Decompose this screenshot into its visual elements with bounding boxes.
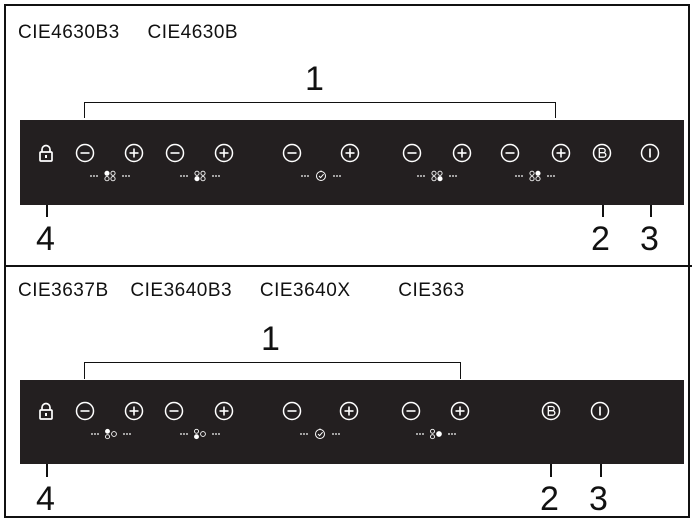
power-button[interactable]	[590, 401, 610, 421]
zones-bracket-top	[84, 102, 556, 118]
model-name: CIE3640B3	[130, 280, 233, 301]
model-name: CIE3637B	[18, 280, 109, 301]
lead-line	[602, 205, 604, 217]
model-list-top: CIE4630B3 CIE4630B	[18, 22, 238, 44]
model-name: CIE4630B3	[18, 22, 120, 43]
plus-button[interactable]	[551, 143, 571, 163]
control-panel-top	[20, 120, 684, 205]
zone-right-icon	[413, 427, 459, 445]
lead-line	[46, 464, 48, 477]
booster-button[interactable]	[592, 143, 612, 163]
model-name: CIE4630B	[147, 22, 239, 43]
minus-button[interactable]	[282, 143, 302, 163]
booster-button[interactable]	[541, 401, 561, 421]
zone-rear-left-icon	[87, 169, 133, 187]
plus-button[interactable]	[214, 401, 234, 421]
minus-button[interactable]	[75, 143, 95, 163]
plus-button[interactable]	[450, 401, 470, 421]
plus-button[interactable]	[339, 401, 359, 421]
zone-rear-right-icon	[512, 169, 558, 187]
lock-icon[interactable]	[36, 401, 56, 421]
zones-bracket-bottom	[84, 362, 461, 379]
callout-lock-bottom: 4	[36, 480, 55, 518]
zone-front-right-icon	[414, 169, 460, 187]
plus-button[interactable]	[452, 143, 472, 163]
lock-icon[interactable]	[36, 143, 56, 163]
plus-button[interactable]	[124, 143, 144, 163]
timer-icon	[298, 169, 344, 187]
callout-zones-bottom: 1	[261, 320, 280, 358]
power-button[interactable]	[640, 143, 660, 163]
plus-button[interactable]	[214, 143, 234, 163]
minus-button[interactable]	[165, 143, 185, 163]
minus-button[interactable]	[500, 143, 520, 163]
callout-booster-top: 2	[591, 220, 610, 258]
model-name: CIE3640X	[259, 280, 351, 301]
diagram-frame	[4, 4, 690, 518]
callout-power-bottom: 3	[589, 480, 608, 518]
control-panel-bottom	[20, 380, 684, 464]
plus-button[interactable]	[124, 401, 144, 421]
callout-zones-top: 1	[305, 60, 324, 98]
minus-button[interactable]	[75, 401, 95, 421]
minus-button[interactable]	[282, 401, 302, 421]
plus-button[interactable]	[340, 143, 360, 163]
zone-front-left-icon	[177, 169, 223, 187]
callout-booster-bottom: 2	[540, 480, 559, 518]
minus-button[interactable]	[401, 401, 421, 421]
minus-button[interactable]	[164, 401, 184, 421]
zone-center-left-icon	[177, 427, 223, 445]
section-divider	[4, 265, 692, 267]
zone-left-icon	[88, 427, 134, 445]
model-list-bottom: CIE3637B CIE3640B3 CIE3640X CIE363	[18, 280, 465, 302]
lead-line	[550, 464, 552, 477]
callout-lock-top: 4	[36, 220, 55, 258]
callout-power-top: 3	[640, 220, 659, 258]
lead-line	[650, 205, 652, 217]
minus-button[interactable]	[402, 143, 422, 163]
model-name: CIE363	[398, 280, 465, 301]
lead-line	[600, 464, 602, 477]
timer-icon	[297, 427, 343, 445]
lead-line	[46, 205, 48, 217]
